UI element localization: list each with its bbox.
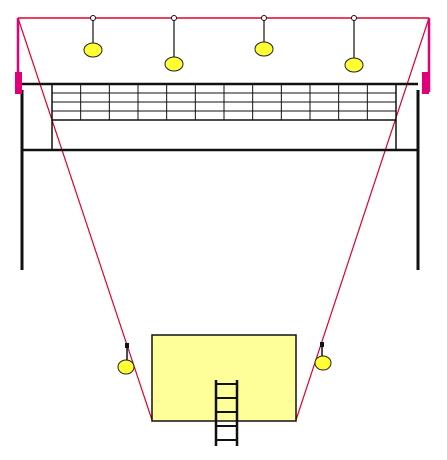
volleyball-net — [22, 82, 418, 152]
hanging-lamp — [254, 15, 274, 57]
net-mesh — [52, 84, 396, 120]
hanging-lamps — [83, 15, 364, 73]
left-side-lamp — [117, 343, 135, 375]
hanging-lamp — [344, 15, 364, 73]
hanging-lamp — [83, 15, 103, 58]
right-net-post — [416, 18, 431, 270]
hanging-lamp — [164, 15, 184, 72]
left-post-bracket — [15, 72, 22, 94]
right-side-lamp — [314, 342, 332, 371]
referee-panel — [151, 334, 297, 422]
referee-ladder — [214, 380, 239, 446]
left-diagonal-cable — [17, 17, 153, 421]
right-post-bracket — [422, 72, 429, 94]
left-net-post — [15, 18, 24, 270]
